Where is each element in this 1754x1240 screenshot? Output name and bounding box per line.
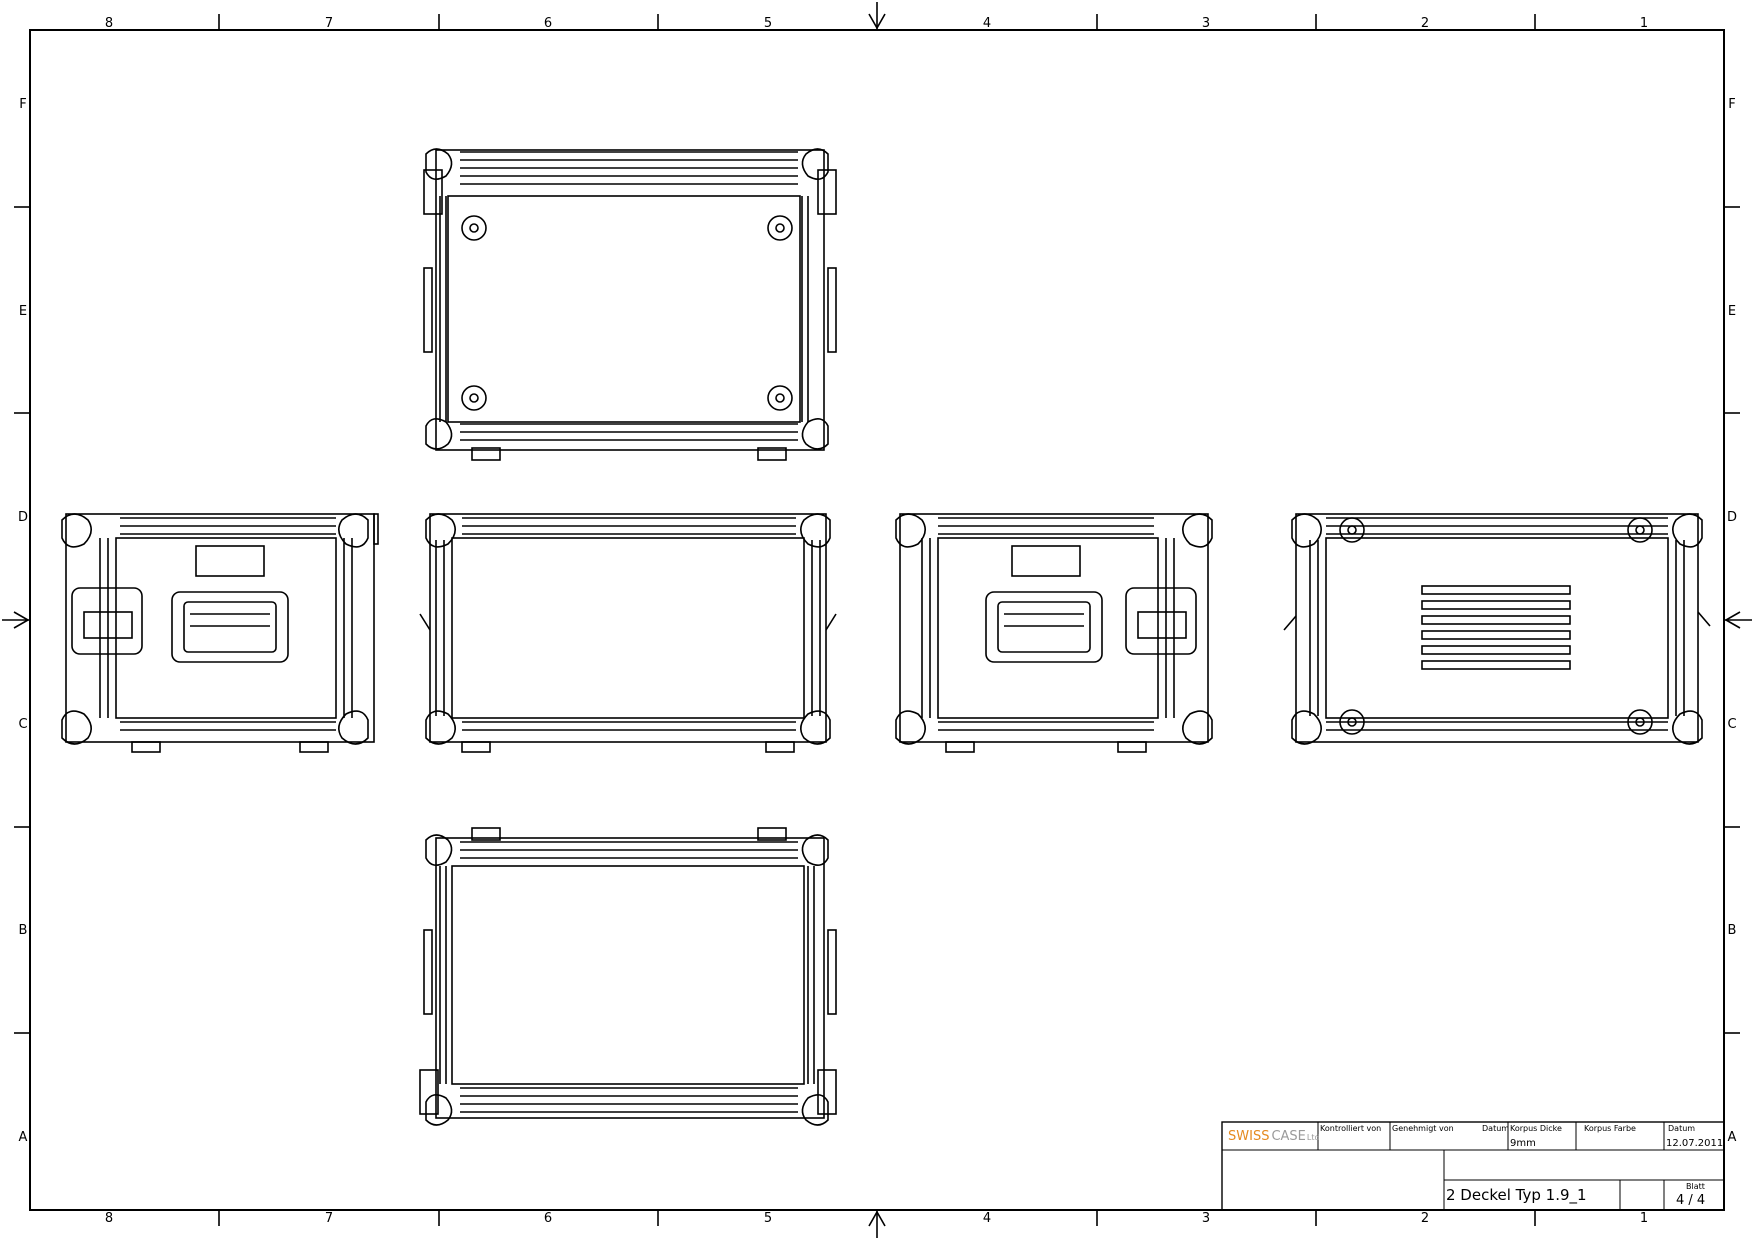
- column-labels-bottom: 8 7 6 5 4 3 2 1: [105, 1211, 1648, 1226]
- column-label: 2: [1421, 16, 1429, 31]
- thickness-value: 9mm: [1510, 1138, 1536, 1149]
- column-label: 7: [325, 16, 333, 31]
- case-view-bottom: [419, 827, 837, 1126]
- column-label: 6: [544, 16, 552, 31]
- row-labels-right: F E D C B A: [1727, 97, 1737, 1145]
- row-label: E: [1728, 304, 1736, 319]
- column-labels-top: 8 7 6 5 4 3 2 1: [105, 16, 1648, 31]
- row-label: C: [1727, 717, 1736, 732]
- case-view-front: [419, 513, 837, 753]
- drawing-title: 2 Deckel Typ 1.9_1: [1446, 1186, 1587, 1205]
- sheet-label: Blatt: [1686, 1182, 1705, 1191]
- drawing-frame: [29, 29, 1725, 1211]
- row-label: D: [1727, 510, 1737, 525]
- logo-text-swiss: SWISS: [1228, 1129, 1269, 1144]
- row-label: C: [18, 717, 27, 732]
- column-label: 4: [983, 1211, 991, 1226]
- row-label: F: [1728, 97, 1735, 112]
- column-label: 2: [1421, 1211, 1429, 1226]
- row-label: A: [1728, 1130, 1737, 1145]
- date-label-2: Datum: [1668, 1124, 1695, 1133]
- column-label: 1: [1640, 16, 1648, 31]
- case-view-side-right: [895, 513, 1213, 753]
- approved-by-label: Genehmigt von: [1392, 1124, 1454, 1133]
- zone-ticks: [14, 14, 1740, 1226]
- date-label: Datum: [1482, 1124, 1509, 1133]
- logo-text-case: CASE: [1271, 1129, 1305, 1144]
- logo-text-ltd: Ltd: [1307, 1133, 1320, 1142]
- column-label: 5: [764, 1211, 772, 1226]
- date-value: 12.07.2011: [1666, 1138, 1723, 1149]
- color-label: Korpus Farbe: [1584, 1124, 1636, 1133]
- row-label: B: [1728, 923, 1737, 938]
- column-label: 4: [983, 16, 991, 31]
- sheet-value: 4 / 4: [1676, 1193, 1705, 1208]
- row-label: D: [18, 510, 28, 525]
- column-label: 7: [325, 1211, 333, 1226]
- row-label: A: [19, 1130, 28, 1145]
- row-label: F: [19, 97, 26, 112]
- column-label: 3: [1202, 16, 1210, 31]
- case-view-top: [423, 148, 837, 461]
- thickness-label: Korpus Dicke: [1510, 1124, 1562, 1133]
- column-label: 3: [1202, 1211, 1210, 1226]
- column-label: 8: [105, 1211, 113, 1226]
- column-label: 5: [764, 16, 772, 31]
- column-label: 8: [105, 16, 113, 31]
- column-label: 6: [544, 1211, 552, 1226]
- row-label: B: [19, 923, 28, 938]
- row-label: E: [19, 304, 27, 319]
- case-view-rear: [1283, 513, 1711, 745]
- column-label: 1: [1640, 1211, 1648, 1226]
- checked-by-label: Kontrolliert von: [1320, 1124, 1381, 1133]
- case-view-side-left: [61, 513, 379, 753]
- row-labels-left: F E D C B A: [18, 97, 28, 1145]
